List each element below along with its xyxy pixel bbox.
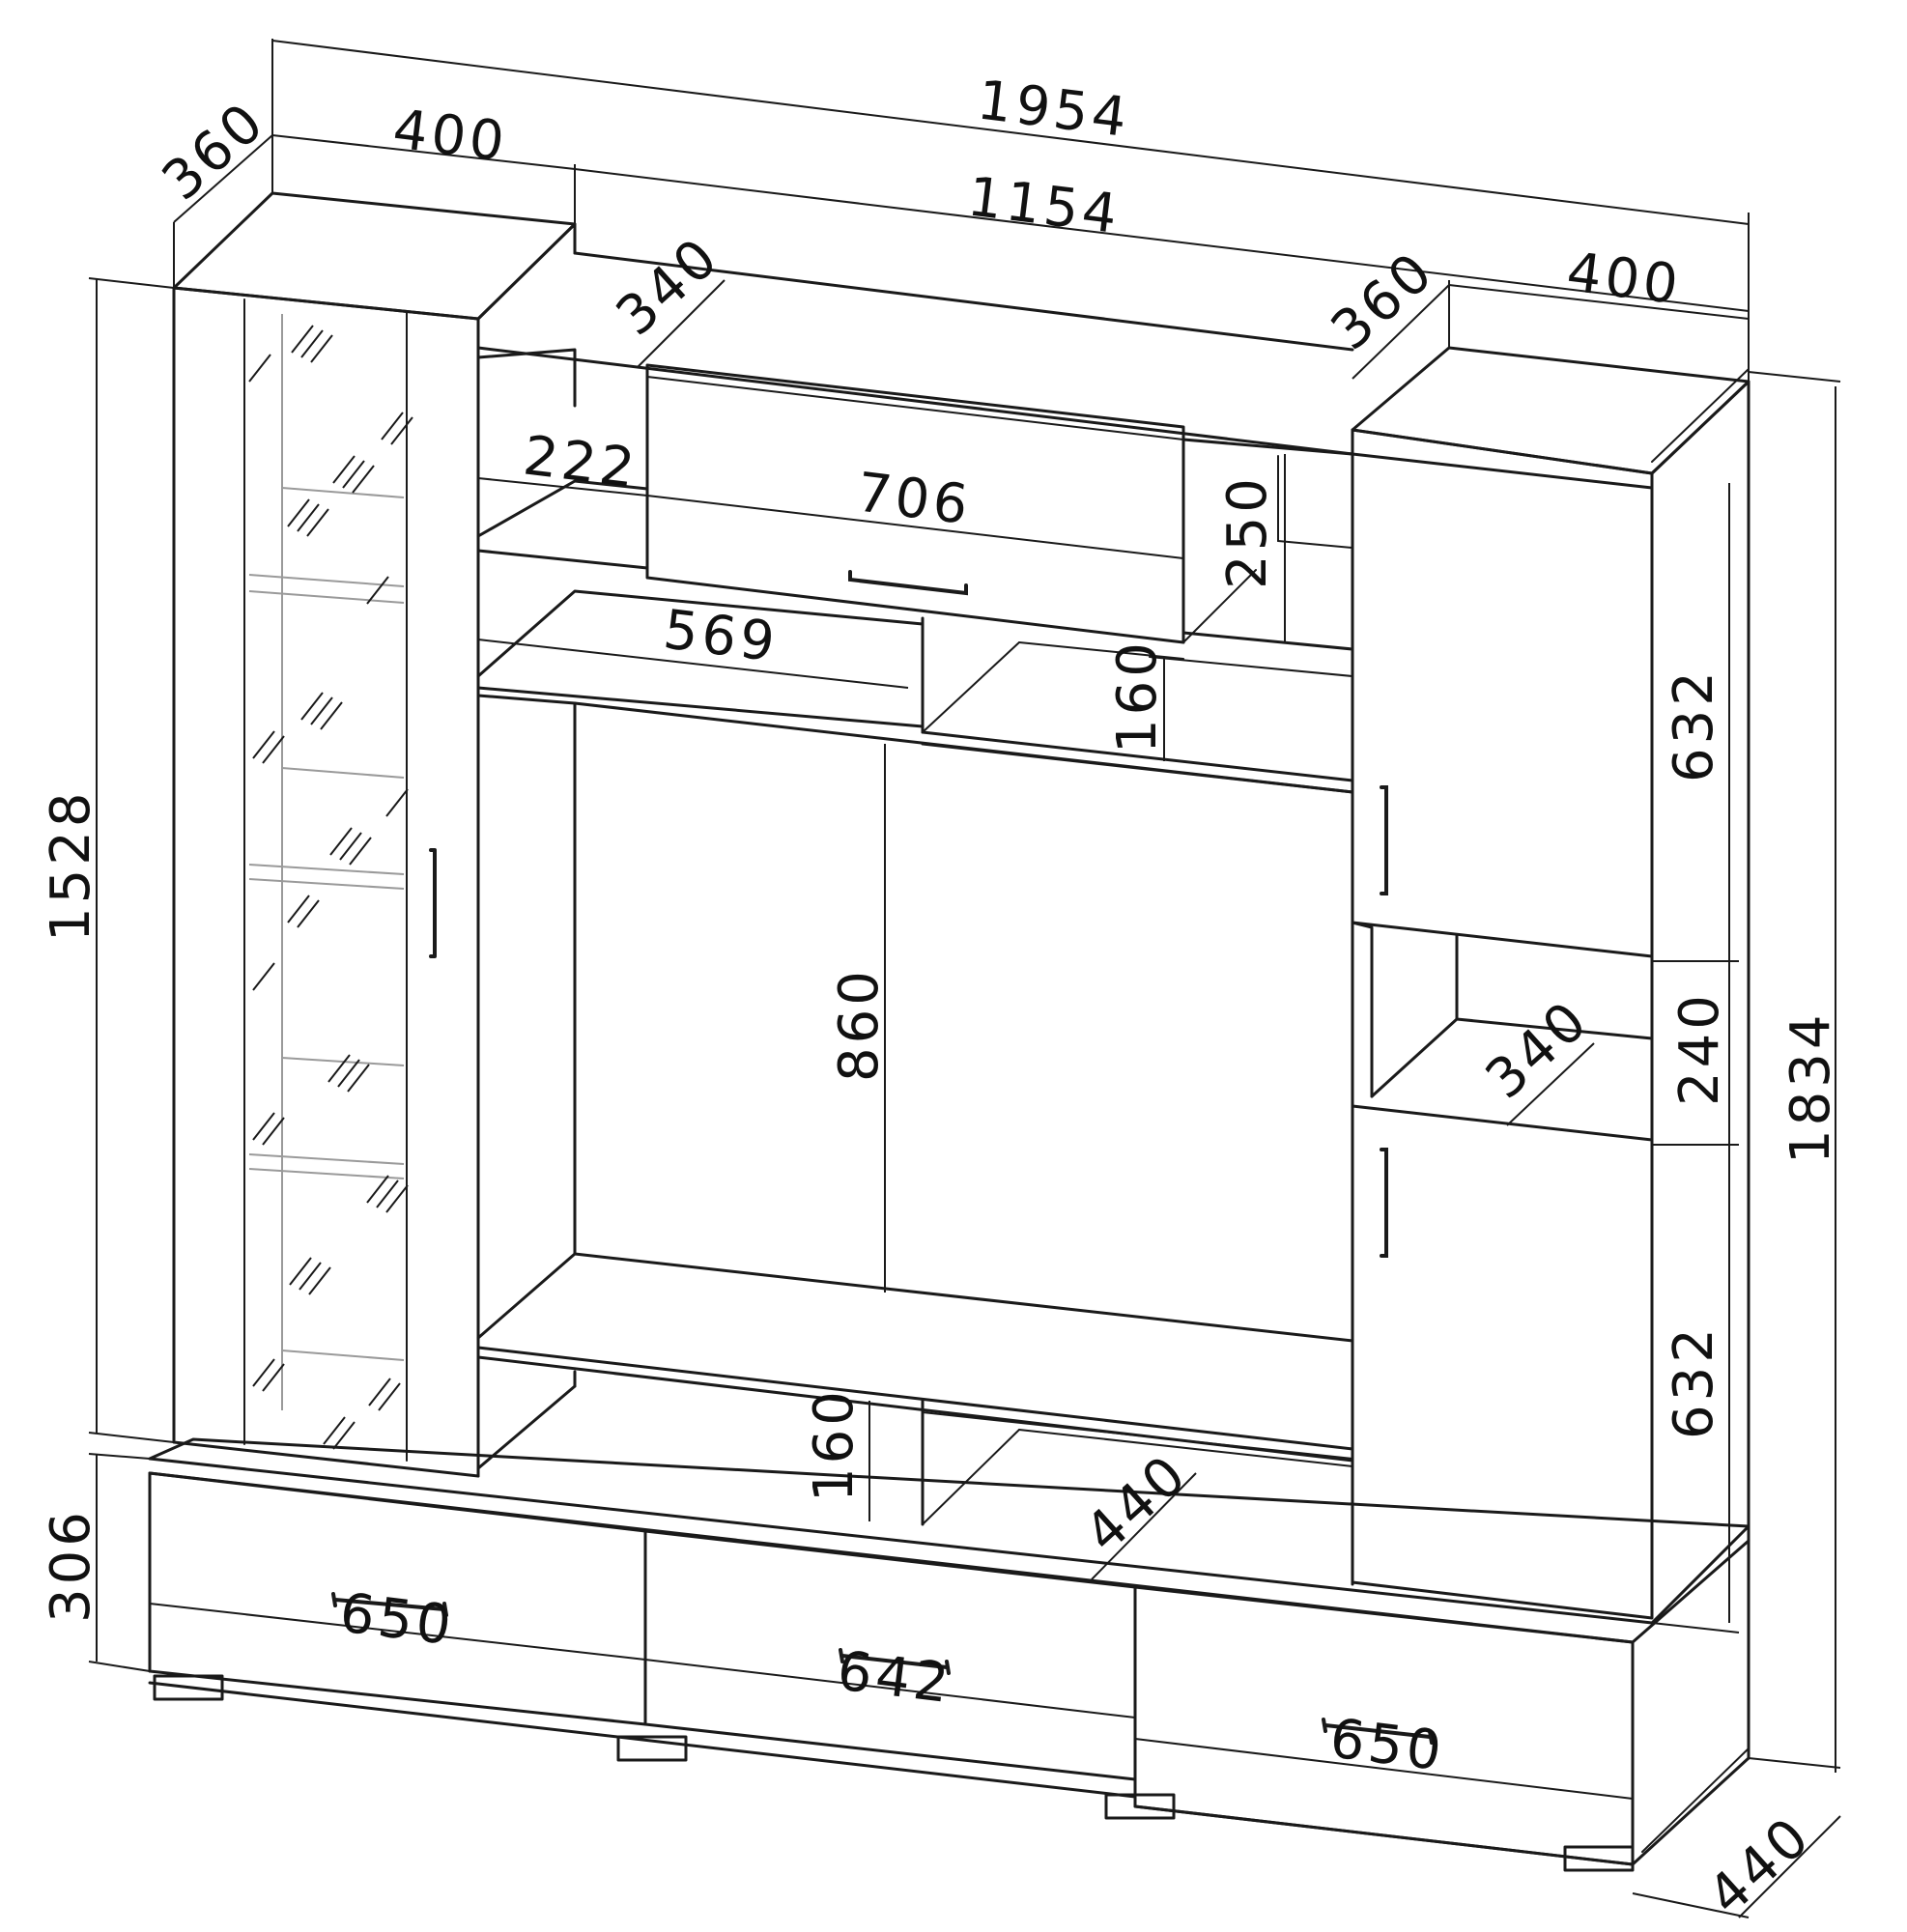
dim-shelf-depth: 340 [605, 225, 732, 349]
dimension-lines [88, 39, 1841, 1918]
dim-flap-width: 706 [853, 461, 975, 537]
glass-hatch-marks [248, 325, 413, 1450]
glass-shelves [248, 314, 405, 1410]
foot [616, 1735, 688, 1762]
dim-total-width: 1954 [974, 69, 1133, 150]
dim-left-height: 1528 [40, 788, 102, 942]
dim-drawer-middle-width: 642 [834, 1639, 955, 1716]
right-lower-handle[interactable] [1380, 1148, 1388, 1258]
right-upper-handle[interactable] [1380, 785, 1388, 895]
left-glass-cabinet [172, 191, 577, 1478]
drawer-right-handle[interactable] [1322, 1718, 1434, 1745]
left-cabinet-front [172, 286, 480, 1478]
dim-middle-width: 1154 [964, 165, 1124, 246]
dim-base-total-depth: 440 [1696, 1804, 1824, 1928]
dim-bottom-niche-height: 160 [803, 1387, 866, 1502]
base-top [148, 1437, 1750, 1625]
right-lower-door[interactable] [1351, 1104, 1654, 1620]
left-door-handle[interactable] [429, 848, 437, 958]
left-cabinet-side [476, 222, 577, 321]
dim-door-height-bottom: 632 [1663, 1324, 1725, 1439]
dim-drawer-left-width: 650 [336, 1581, 458, 1658]
dim-tv-niche-height: 860 [828, 967, 891, 1082]
dim-base-height: 306 [40, 1508, 102, 1623]
dim-shelf-width: 569 [660, 598, 782, 674]
foot [153, 1674, 224, 1701]
dim-right-depth: 360 [1320, 240, 1447, 363]
dim-open-shelf-depth: 340 [1474, 988, 1602, 1112]
right-cabinet-top [1351, 346, 1750, 475]
dim-shelf-gap: 160 [1106, 639, 1169, 753]
dim-door-height-top: 632 [1663, 668, 1725, 782]
base-unit [148, 1437, 1750, 1872]
drawer-middle-handle[interactable] [839, 1648, 951, 1675]
foot [1104, 1793, 1176, 1820]
upper-left-shelf [476, 479, 649, 538]
dim-niche-width: 222 [520, 424, 641, 500]
dim-open-shelf-height: 240 [1668, 991, 1731, 1106]
right-upper-door[interactable] [1351, 452, 1654, 958]
dim-flap-height: 250 [1216, 474, 1279, 589]
dim-left-width: 400 [389, 98, 511, 174]
foot [1563, 1845, 1635, 1872]
flap-handle[interactable] [848, 570, 968, 596]
dim-left-depth: 360 [151, 90, 278, 213]
drawer-left-handle[interactable] [331, 1592, 448, 1617]
dim-drawer-right-width: 650 [1326, 1707, 1448, 1783]
left-cabinet-top [172, 191, 577, 321]
dim-right-width: 400 [1563, 241, 1685, 317]
middle-section [476, 251, 1354, 1526]
dim-base-depth: 440 [1073, 1442, 1201, 1566]
dim-total-height: 1834 [1779, 1010, 1842, 1164]
